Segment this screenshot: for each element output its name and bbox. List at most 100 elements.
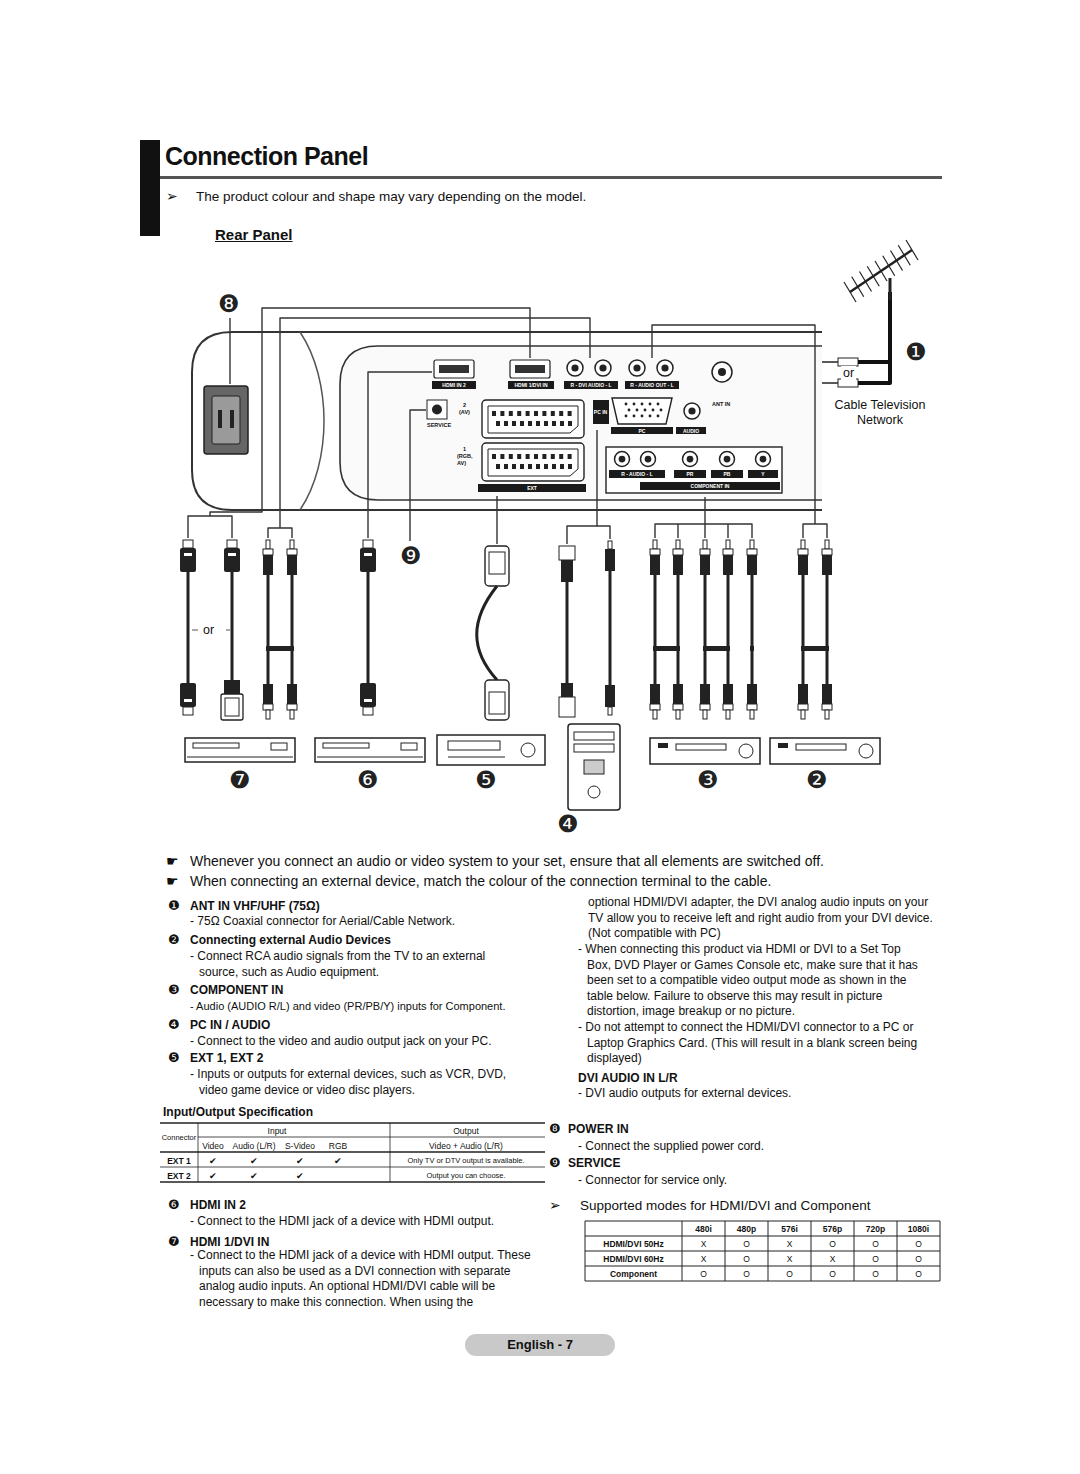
hdmi-plug-mark — [184, 699, 192, 702]
item-number: ❻ — [168, 1198, 180, 1212]
scart-pin — [517, 411, 521, 416]
rca-plug — [287, 684, 297, 704]
item-heading: HDMI 1/DVI IN — [190, 1235, 269, 1249]
hdmi-port — [510, 360, 550, 378]
leader-line — [410, 410, 426, 541]
rca-pin — [825, 710, 829, 719]
scart-pin — [526, 454, 530, 459]
table-rule — [585, 1236, 940, 1237]
rca-jack — [595, 360, 611, 376]
dvi-plug-head — [221, 694, 243, 720]
vga-pin — [641, 415, 644, 418]
table-header: Component — [585, 1269, 682, 1279]
vga-pin — [628, 409, 631, 412]
note-symbol: ➢ — [549, 1197, 561, 1214]
table-rule — [585, 1251, 940, 1252]
rca-ring — [747, 549, 757, 555]
rca-ring — [700, 549, 710, 555]
table-cell: O — [854, 1254, 897, 1264]
table-cell: O — [725, 1254, 768, 1264]
port-label-band: Y — [748, 470, 778, 478]
table-cell: ✔ — [228, 1156, 280, 1166]
scart-pin — [536, 464, 540, 469]
rca-plug — [700, 555, 710, 575]
rca-pin — [290, 540, 294, 549]
vcr — [437, 735, 545, 765]
mini-plug-pin — [608, 707, 612, 715]
section-heading: Rear Panel — [215, 226, 293, 244]
page-number: English - 7 — [465, 1334, 615, 1356]
table-cell: Connector — [160, 1133, 198, 1143]
device-button — [401, 743, 417, 750]
hdmi-plug-mark — [228, 553, 236, 556]
scart-pin — [551, 454, 555, 459]
power-pin — [230, 410, 234, 428]
dvi-plug-inner — [225, 698, 239, 716]
scart-pin — [496, 464, 500, 469]
hdmi-plug-tip — [227, 540, 237, 548]
note-text: The product colour and shape may vary de… — [196, 189, 586, 205]
table-cell: ✔ — [320, 1156, 356, 1166]
antenna-element — [867, 266, 879, 286]
table-cell: ✔ — [280, 1156, 320, 1166]
hdmi-plug — [180, 548, 196, 572]
rca-jack — [641, 452, 656, 467]
note-text: Whenever you connect an audio or video s… — [190, 853, 824, 870]
rca-jack-center — [571, 364, 578, 371]
table-rule — [585, 1221, 586, 1281]
coax-cable — [858, 362, 890, 383]
item-heading: PC IN / AUDIO — [190, 1018, 270, 1032]
cable — [677, 575, 680, 684]
scart-pin — [534, 411, 538, 416]
dvi-plug — [224, 680, 240, 694]
leader-line — [268, 528, 292, 538]
rca-jack-center — [619, 456, 626, 463]
node-text: HDMI IN 2 — [442, 382, 465, 388]
leader-line — [368, 372, 432, 538]
vga-pin — [636, 409, 639, 412]
table-rule — [768, 1221, 769, 1281]
vga-plug — [561, 683, 573, 697]
antenna-element — [852, 277, 864, 297]
device-knob — [521, 743, 535, 757]
item-number: ❷ — [168, 933, 180, 947]
scart-pin — [500, 454, 504, 459]
rca-jack — [629, 360, 645, 376]
cable — [826, 575, 829, 684]
coax-connector — [838, 379, 858, 387]
item-description: - Connector for service only. — [578, 1173, 923, 1189]
node-text: PC — [639, 428, 646, 434]
table-cell: X — [682, 1254, 725, 1264]
cable — [231, 572, 234, 680]
scart-socket-inner — [488, 449, 578, 476]
callout-number: ❷ — [806, 767, 828, 793]
cable-tie — [801, 646, 829, 651]
rca-jack — [683, 452, 698, 467]
vga-pin — [657, 403, 660, 406]
rca-jack-center — [760, 456, 767, 463]
antenna-element — [898, 245, 910, 265]
scart-pin — [517, 454, 521, 459]
rca-plug — [822, 555, 832, 575]
note-symbol: ➢ — [166, 188, 178, 205]
table-rule — [725, 1221, 726, 1281]
table-rule — [940, 1221, 941, 1281]
scart-plug — [485, 546, 509, 586]
rca-plug — [747, 555, 757, 575]
port-label-band: R - AUDIO - L — [609, 470, 665, 478]
coax-cable — [858, 292, 890, 362]
panel-housing — [192, 332, 822, 510]
rca-ring — [798, 549, 808, 555]
cable — [367, 572, 370, 683]
item-number: ❼ — [168, 1235, 180, 1249]
table-cell: RGB — [320, 1141, 356, 1151]
node-text: COMPONENT IN — [691, 483, 730, 489]
rca-ring — [822, 549, 832, 555]
cable-tie — [750, 646, 754, 651]
scart-pin — [520, 421, 524, 426]
rca-pin — [266, 540, 270, 549]
callout-number: ❹ — [557, 811, 579, 837]
cable — [654, 575, 657, 684]
vga-port — [612, 398, 672, 424]
scart-pin — [520, 464, 524, 469]
